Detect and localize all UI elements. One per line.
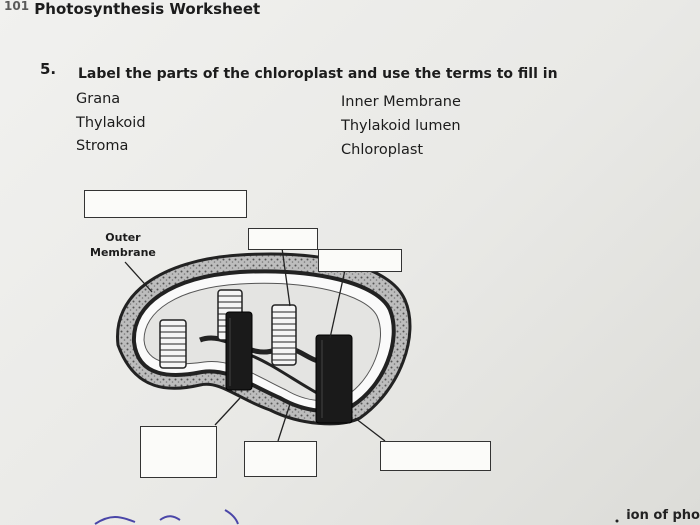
outer-membrane-label: Outer Membrane bbox=[90, 231, 156, 259]
footer-cutoff-text: ion of pho bbox=[626, 508, 700, 523]
answer-box-5[interactable] bbox=[244, 441, 317, 477]
leader-line-right bbox=[329, 269, 346, 339]
leader-line-bottom-left bbox=[214, 397, 241, 426]
answer-box-6[interactable] bbox=[380, 441, 491, 471]
term-stroma: Stroma bbox=[76, 138, 129, 154]
term-thylakoid: Thylakoid bbox=[76, 115, 146, 131]
leader-line-bottom-right bbox=[354, 417, 386, 442]
term-grana: Grana bbox=[76, 91, 121, 107]
answer-box-4[interactable] bbox=[140, 426, 217, 478]
answer-box-2[interactable] bbox=[248, 228, 318, 250]
question-number: 5. bbox=[40, 60, 57, 78]
granum-stack-dark-right bbox=[315, 334, 353, 424]
term-inner-membrane: Inner Membrane bbox=[341, 94, 461, 110]
granum-stack-left bbox=[159, 319, 187, 369]
granum-stack-middle bbox=[271, 304, 297, 366]
question-instruction: Label the parts of the chloroplast and u… bbox=[78, 66, 558, 82]
leader-line-top bbox=[281, 247, 291, 307]
course-code: 101 bbox=[4, 0, 30, 13]
granum-stack-dark-left bbox=[225, 311, 253, 391]
leader-line-bottom-middle bbox=[277, 403, 291, 442]
worksheet-title: Photosynthesis Worksheet bbox=[34, 0, 261, 18]
term-thylakoid-lumen: Thylakoid lumen bbox=[341, 118, 461, 134]
answer-box-1[interactable] bbox=[84, 190, 247, 218]
pen-marks bbox=[94, 509, 619, 525]
leader-line-outer-membrane bbox=[124, 261, 153, 293]
term-chloroplast: Chloroplast bbox=[341, 142, 424, 158]
worksheet-header: 101 Photosynthesis Worksheet bbox=[4, 0, 260, 18]
answer-box-3[interactable] bbox=[318, 249, 402, 272]
